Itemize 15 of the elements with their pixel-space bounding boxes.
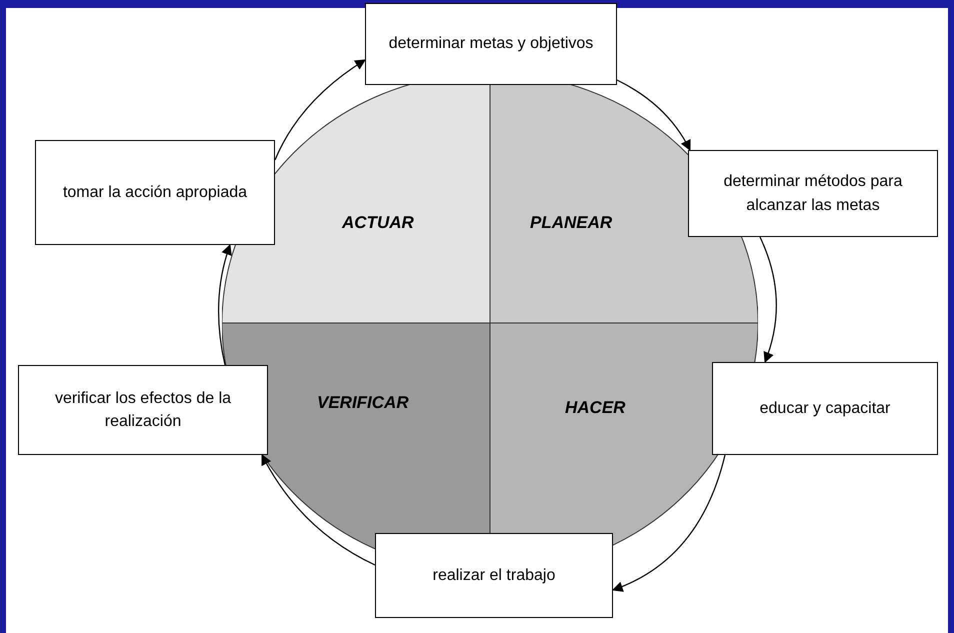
step-box: tomar la acción apropiada (35, 140, 275, 245)
arrow (616, 79, 691, 151)
step-box: determinar métodos para alcanzar las metas (688, 150, 938, 237)
arrow (612, 454, 726, 592)
step-box: realizar el trabajo (375, 533, 613, 618)
phase-label: VERIFICAR (317, 393, 409, 413)
arrow (261, 454, 376, 566)
step-box: determinar metas y objetivos (365, 3, 617, 85)
step-box: verificar los efectos de la realización (18, 365, 268, 455)
phase-label: PLANEAR (530, 213, 612, 233)
phase-label: ACTUAR (342, 213, 414, 233)
arrow (759, 236, 777, 364)
phase-label: HACER (565, 398, 626, 418)
step-box: educar y capacitar (712, 362, 938, 455)
arrow (218, 244, 232, 366)
